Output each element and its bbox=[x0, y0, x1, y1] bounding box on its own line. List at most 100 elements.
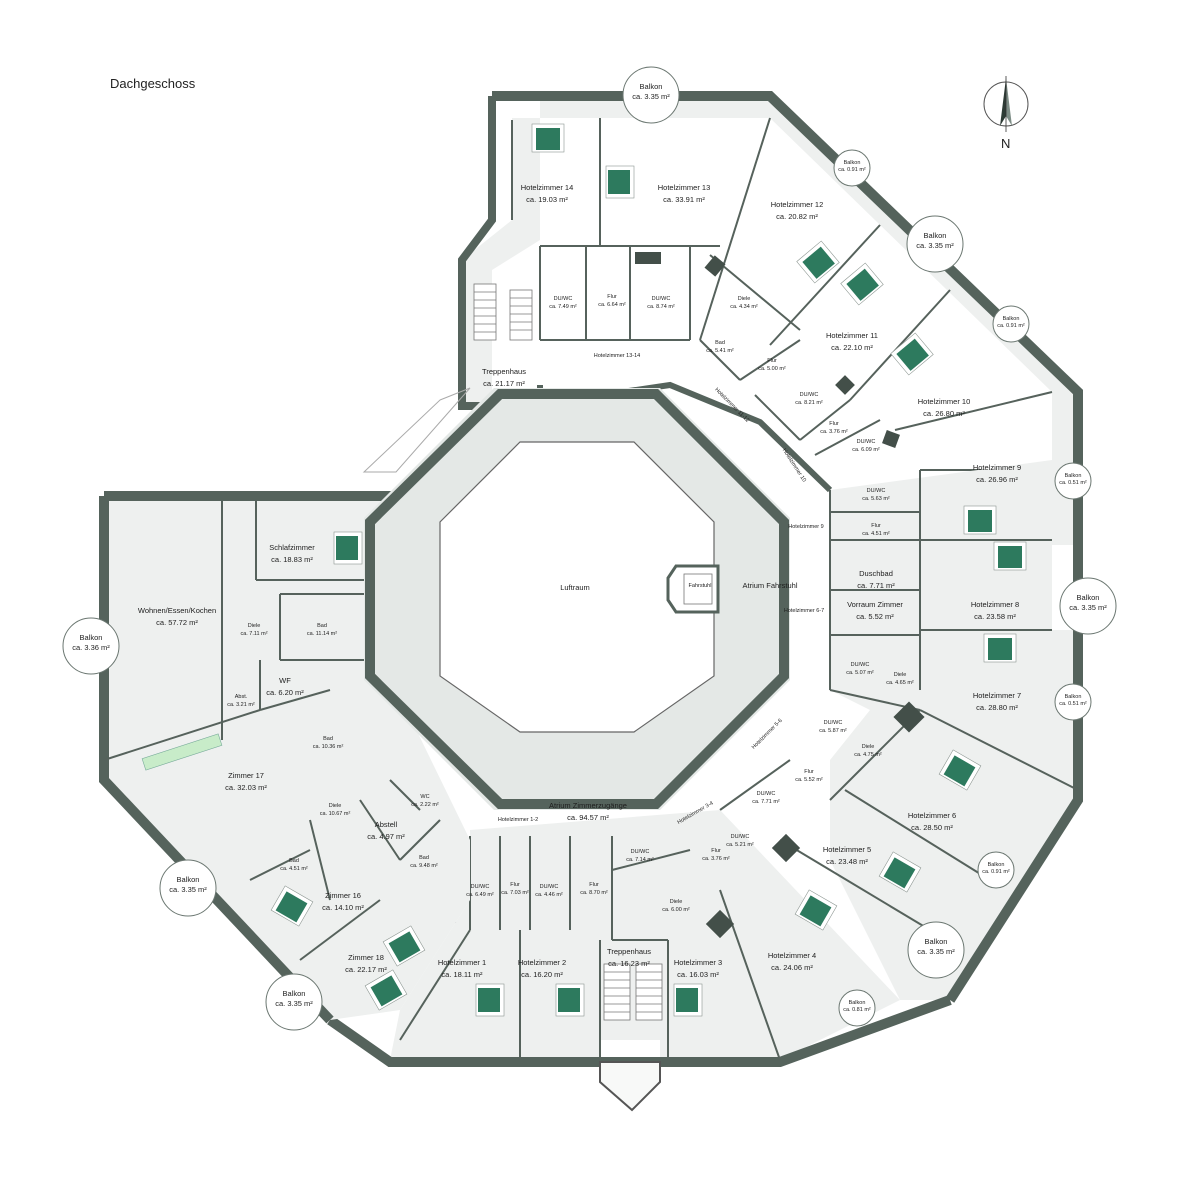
room-area: ca. 4.75 m² bbox=[854, 752, 882, 758]
room-name: Luftraum bbox=[560, 583, 590, 592]
room-name: Schlafzimmer bbox=[269, 543, 315, 552]
room-name: Hotelzimmer 11 bbox=[826, 331, 878, 340]
balcony-area: ca. 0.81 m² bbox=[843, 1007, 871, 1013]
room-name: Flur bbox=[871, 523, 881, 529]
room-name: Treppenhaus bbox=[482, 367, 526, 376]
room-area: ca. 9.48 m² bbox=[410, 863, 438, 869]
room-area: ca. 7.49 m² bbox=[549, 304, 577, 310]
bed-icon bbox=[938, 749, 982, 791]
room-name: Flur bbox=[607, 294, 617, 300]
balcony-name: Balkon bbox=[925, 937, 948, 946]
room-luftraum: Luftraum bbox=[560, 583, 590, 592]
room-hz6: Hotelzimmer 6ca. 28.50 m² bbox=[908, 811, 956, 832]
balcony-area: ca. 3.35 m² bbox=[632, 92, 670, 101]
room-flur12: Flur ca. 5.00 m² bbox=[758, 358, 786, 372]
bed-icon bbox=[531, 123, 565, 153]
room-area: ca. 8.21 m² bbox=[795, 400, 823, 406]
room-name: Hotelzimmer 2 bbox=[518, 958, 566, 967]
balcony-name: Balkon bbox=[177, 875, 200, 884]
balcony-name: Balkon bbox=[1065, 694, 1082, 700]
room-name: Diele bbox=[670, 899, 683, 905]
room-name: Hotelzimmer 1 bbox=[438, 958, 486, 967]
room-name: Flur bbox=[767, 358, 777, 364]
compass-icon bbox=[983, 76, 1029, 132]
bed-icon bbox=[983, 633, 1017, 663]
room-area: ca. 26.96 m² bbox=[976, 475, 1018, 484]
room-area: ca. 3.21 m² bbox=[227, 702, 255, 708]
room-hz7: Hotelzimmer 7ca. 28.80 m² bbox=[973, 691, 1021, 712]
room-name: Hotelzimmer 4 bbox=[768, 951, 816, 960]
balcony-area: ca. 3.35 m² bbox=[169, 885, 207, 894]
balcony-name: Balkon bbox=[1003, 316, 1020, 322]
room-area: ca. 7.14 m² bbox=[626, 857, 654, 863]
room-name: DU/WC bbox=[824, 720, 843, 726]
room-name: Hotelzimmer 9 bbox=[973, 463, 1021, 472]
room-name: DU/WC bbox=[554, 296, 573, 302]
room-hz8: Hotelzimmer 8ca. 23.58 m² bbox=[971, 600, 1019, 621]
room-hz2: Hotelzimmer 2 ca. 16.20 m² bbox=[518, 958, 566, 979]
room-name: Zimmer 17 bbox=[228, 771, 264, 780]
room-area: ca. 8.74 m² bbox=[647, 304, 675, 310]
north-label: N bbox=[1001, 136, 1011, 151]
room-area: ca. 6.00 m² bbox=[662, 907, 690, 913]
access-label: Hotelzimmer 9 bbox=[788, 524, 823, 530]
room-area: ca. 22.10 m² bbox=[831, 343, 873, 352]
room-name: Flur bbox=[804, 769, 814, 775]
bed-icon bbox=[993, 541, 1027, 571]
room-name: Hotelzimmer 5 bbox=[823, 845, 871, 854]
atrium bbox=[362, 387, 790, 810]
room-name: Wohnen/Essen/Kochen bbox=[138, 606, 216, 615]
room-area: ca. 6.20 m² bbox=[266, 688, 304, 697]
room-area: ca. 16.20 m² bbox=[521, 970, 563, 979]
room-name: DU/WC bbox=[800, 392, 819, 398]
room-area: ca. 5.00 m² bbox=[758, 366, 786, 372]
room-area: ca. 16.03 m² bbox=[677, 970, 719, 979]
room-name: Atrium Fahrstuhl bbox=[742, 581, 797, 590]
room-name: Bad bbox=[317, 623, 327, 629]
room-area: ca. 28.50 m² bbox=[911, 823, 953, 832]
room-area: ca. 7.71 m² bbox=[857, 581, 895, 590]
room-atrium_f: Atrium Fahrstuhl bbox=[742, 581, 797, 590]
room-hz11: Hotelzimmer 11 ca. 22.10 m² bbox=[826, 331, 878, 352]
room-name: Flur bbox=[589, 882, 599, 888]
south-wing bbox=[327, 810, 952, 1112]
bed-icon bbox=[963, 505, 997, 535]
room-area: ca. 4.34 m² bbox=[730, 304, 758, 310]
room-name: Flur bbox=[829, 421, 839, 427]
room-name: Bad bbox=[419, 855, 429, 861]
room-area: ca. 5.07 m² bbox=[846, 670, 874, 676]
room-area: ca. 5.52 m² bbox=[795, 777, 823, 783]
room-area: ca. 4.46 m² bbox=[535, 892, 563, 898]
room-area: ca. 7.71 m² bbox=[752, 799, 780, 805]
room-name: Bad bbox=[289, 858, 299, 864]
balcony-name: Balkon bbox=[1065, 473, 1082, 479]
bed-icon bbox=[796, 240, 840, 284]
room-area: ca. 22.17 m² bbox=[345, 965, 387, 974]
room-hz3: Hotelzimmer 3ca. 16.03 m² bbox=[674, 958, 722, 979]
room-area: ca. 19.03 m² bbox=[526, 195, 568, 204]
access-label: Fahrstuhl bbox=[689, 583, 712, 589]
room-name: DU/WC bbox=[471, 884, 490, 890]
room-name: Diele bbox=[862, 744, 875, 750]
